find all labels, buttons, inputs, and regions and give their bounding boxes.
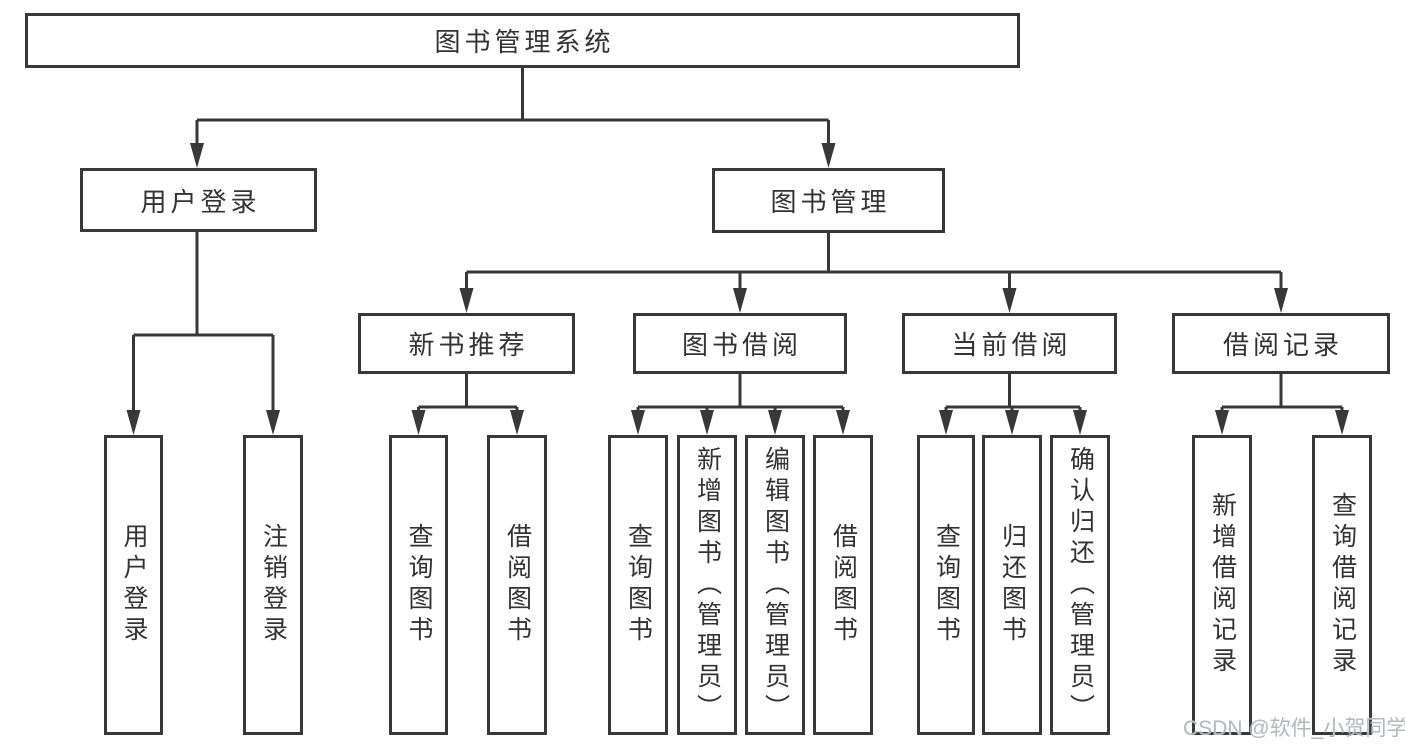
node-root-library-system: 图书管理系统	[25, 13, 1020, 68]
node-borrowing-records: 借阅记录	[1172, 313, 1390, 374]
leaf-current-confirm-return-admin: 确认归还（管理员）	[1050, 435, 1110, 735]
leaf-borrowing-add-book-admin: 新增图书（管理员）	[677, 435, 737, 735]
node-label: 确认归还（管理员）	[1066, 445, 1095, 725]
node-label: 用户登录	[140, 186, 261, 217]
leaf-current-return-book: 归还图书	[982, 435, 1042, 735]
node-label: 编辑图书（管理员）	[761, 445, 790, 725]
node-book-borrowing: 图书借阅	[633, 313, 847, 374]
node-label: 图书管理系统	[434, 27, 615, 57]
node-label: 新增借阅记录	[1208, 492, 1237, 678]
node-label: 图书管理	[770, 187, 891, 217]
node-current-borrowing: 当前借阅	[902, 313, 1117, 374]
node-label: 新书推荐	[408, 330, 529, 360]
node-label: 查询图书	[932, 523, 961, 647]
node-label: 用户登录	[120, 523, 148, 647]
node-label: 借阅图书	[503, 523, 532, 647]
leaf-current-query-book: 查询图书	[917, 435, 975, 735]
leaf-user-login: 用户登录	[104, 435, 163, 735]
leaf-recommend-query-book: 查询图书	[389, 435, 448, 735]
node-label: 查询借阅记录	[1328, 492, 1357, 678]
node-label: 查询图书	[624, 523, 653, 647]
csdn-watermark: CSDN @软件_小贺同学	[1183, 717, 1405, 740]
node-label: 当前借阅	[951, 330, 1072, 360]
node-label: 借阅记录	[1222, 330, 1343, 360]
node-label: 借阅图书	[829, 523, 858, 647]
leaf-borrowing-borrow-book: 借阅图书	[813, 435, 873, 735]
node-book-management: 图书管理	[712, 168, 945, 233]
leaf-borrowing-query-book: 查询图书	[608, 435, 668, 735]
node-new-book-recommend: 新书推荐	[358, 313, 575, 374]
node-user-login: 用户登录	[80, 168, 317, 232]
node-label: 新增图书（管理员）	[693, 445, 722, 725]
leaf-record-add-borrow-record: 新增借阅记录	[1192, 435, 1252, 735]
node-label: 归还图书	[998, 523, 1027, 647]
leaf-logout: 注销登录	[243, 435, 303, 735]
leaf-borrowing-edit-book-admin: 编辑图书（管理员）	[745, 435, 805, 735]
leaf-recommend-borrow-book: 借阅图书	[487, 435, 547, 735]
node-label: 查询图书	[405, 523, 433, 647]
node-label: 注销登录	[259, 523, 288, 647]
node-label: 图书借阅	[681, 330, 802, 360]
leaf-record-query-borrow-record: 查询借阅记录	[1312, 435, 1372, 735]
